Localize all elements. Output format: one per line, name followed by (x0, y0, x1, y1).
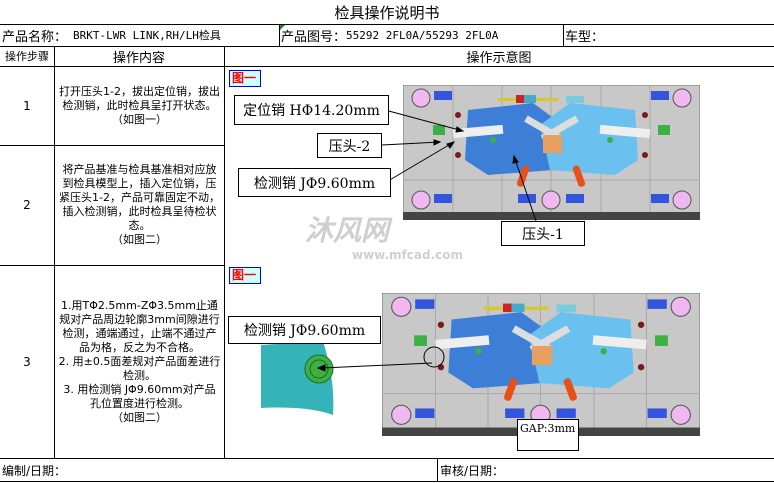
step-number: 2 (23, 198, 31, 212)
figure2-label: 图一 (229, 267, 261, 284)
header-diagram: 操作示意图 (466, 50, 532, 66)
fixture-image-open (403, 85, 700, 220)
callout-locating-pin: 定位销 HΦ14.20mm (234, 95, 389, 125)
drawing-no-field: 产品图号： 55292 2FL0A/55293 2FL0A (281, 24, 563, 46)
figure1-label: 图一 (229, 70, 261, 87)
divider (0, 145, 224, 146)
callout-check-pin-2: 检测销 JΦ9.60mm (228, 316, 381, 344)
step-text: 打开压头1-2，拔出定位销，拔出检测销，此时检具呈打开状态。 （如图一） (59, 84, 220, 126)
drawing-no-value: 55292 2FL0A/55293 2FL0A (346, 28, 499, 42)
callout-clamp-1: 压头-1 (501, 221, 585, 246)
drawing-no-label: 产品图号： (281, 29, 347, 45)
header-content: 操作内容 (112, 50, 165, 66)
step-number: 1 (23, 98, 31, 113)
product-name-field: 产品名称： BRKT-LWR LINK,RH/LH检具 (2, 24, 279, 46)
divider (563, 24, 564, 46)
watermark-url: www.mfcad.com (352, 248, 463, 262)
divider (437, 458, 438, 482)
header-step: 操作步骤 (5, 50, 49, 63)
divider (224, 46, 225, 458)
divider (279, 24, 280, 46)
divider (0, 458, 774, 459)
divider (54, 46, 55, 458)
step-text: 1.用TΦ2.5mm-ZΦ3.5mm止通规对产品周边轮廓3mm间隙进行检测，通端… (58, 298, 221, 424)
watermark-logo: 沐风网 (305, 214, 390, 247)
divider (0, 66, 774, 67)
page-title: 检具操作说明书 (334, 3, 440, 22)
divider (0, 481, 774, 482)
callout-check-pin: 检测销 JΦ9.60mm (238, 168, 391, 197)
product-name-label: 产品名称： (2, 29, 68, 45)
divider (0, 265, 224, 266)
callout-gap: GAP:3mm (517, 419, 579, 451)
step-number: 3 (23, 354, 31, 369)
divider (0, 46, 774, 47)
vehicle-label: 车型： (565, 29, 605, 45)
fixture-image-clamped (382, 293, 700, 436)
divider (0, 24, 774, 25)
callout-clamp-2: 压头-2 (317, 133, 382, 158)
part-detail-image (261, 341, 334, 415)
step-text: 将产品基准与检具基准相对应放到检具模型上，插入定位销，压紧压头1-2，产品可靠固… (59, 163, 220, 246)
product-name-value: BRKT-LWR LINK,RH/LH检具 (73, 29, 221, 42)
reviewed-by-label: 审核/日期： (440, 463, 505, 478)
comment-marker-icon (280, 25, 285, 30)
prepared-by-label: 编制/日期： (2, 463, 67, 478)
